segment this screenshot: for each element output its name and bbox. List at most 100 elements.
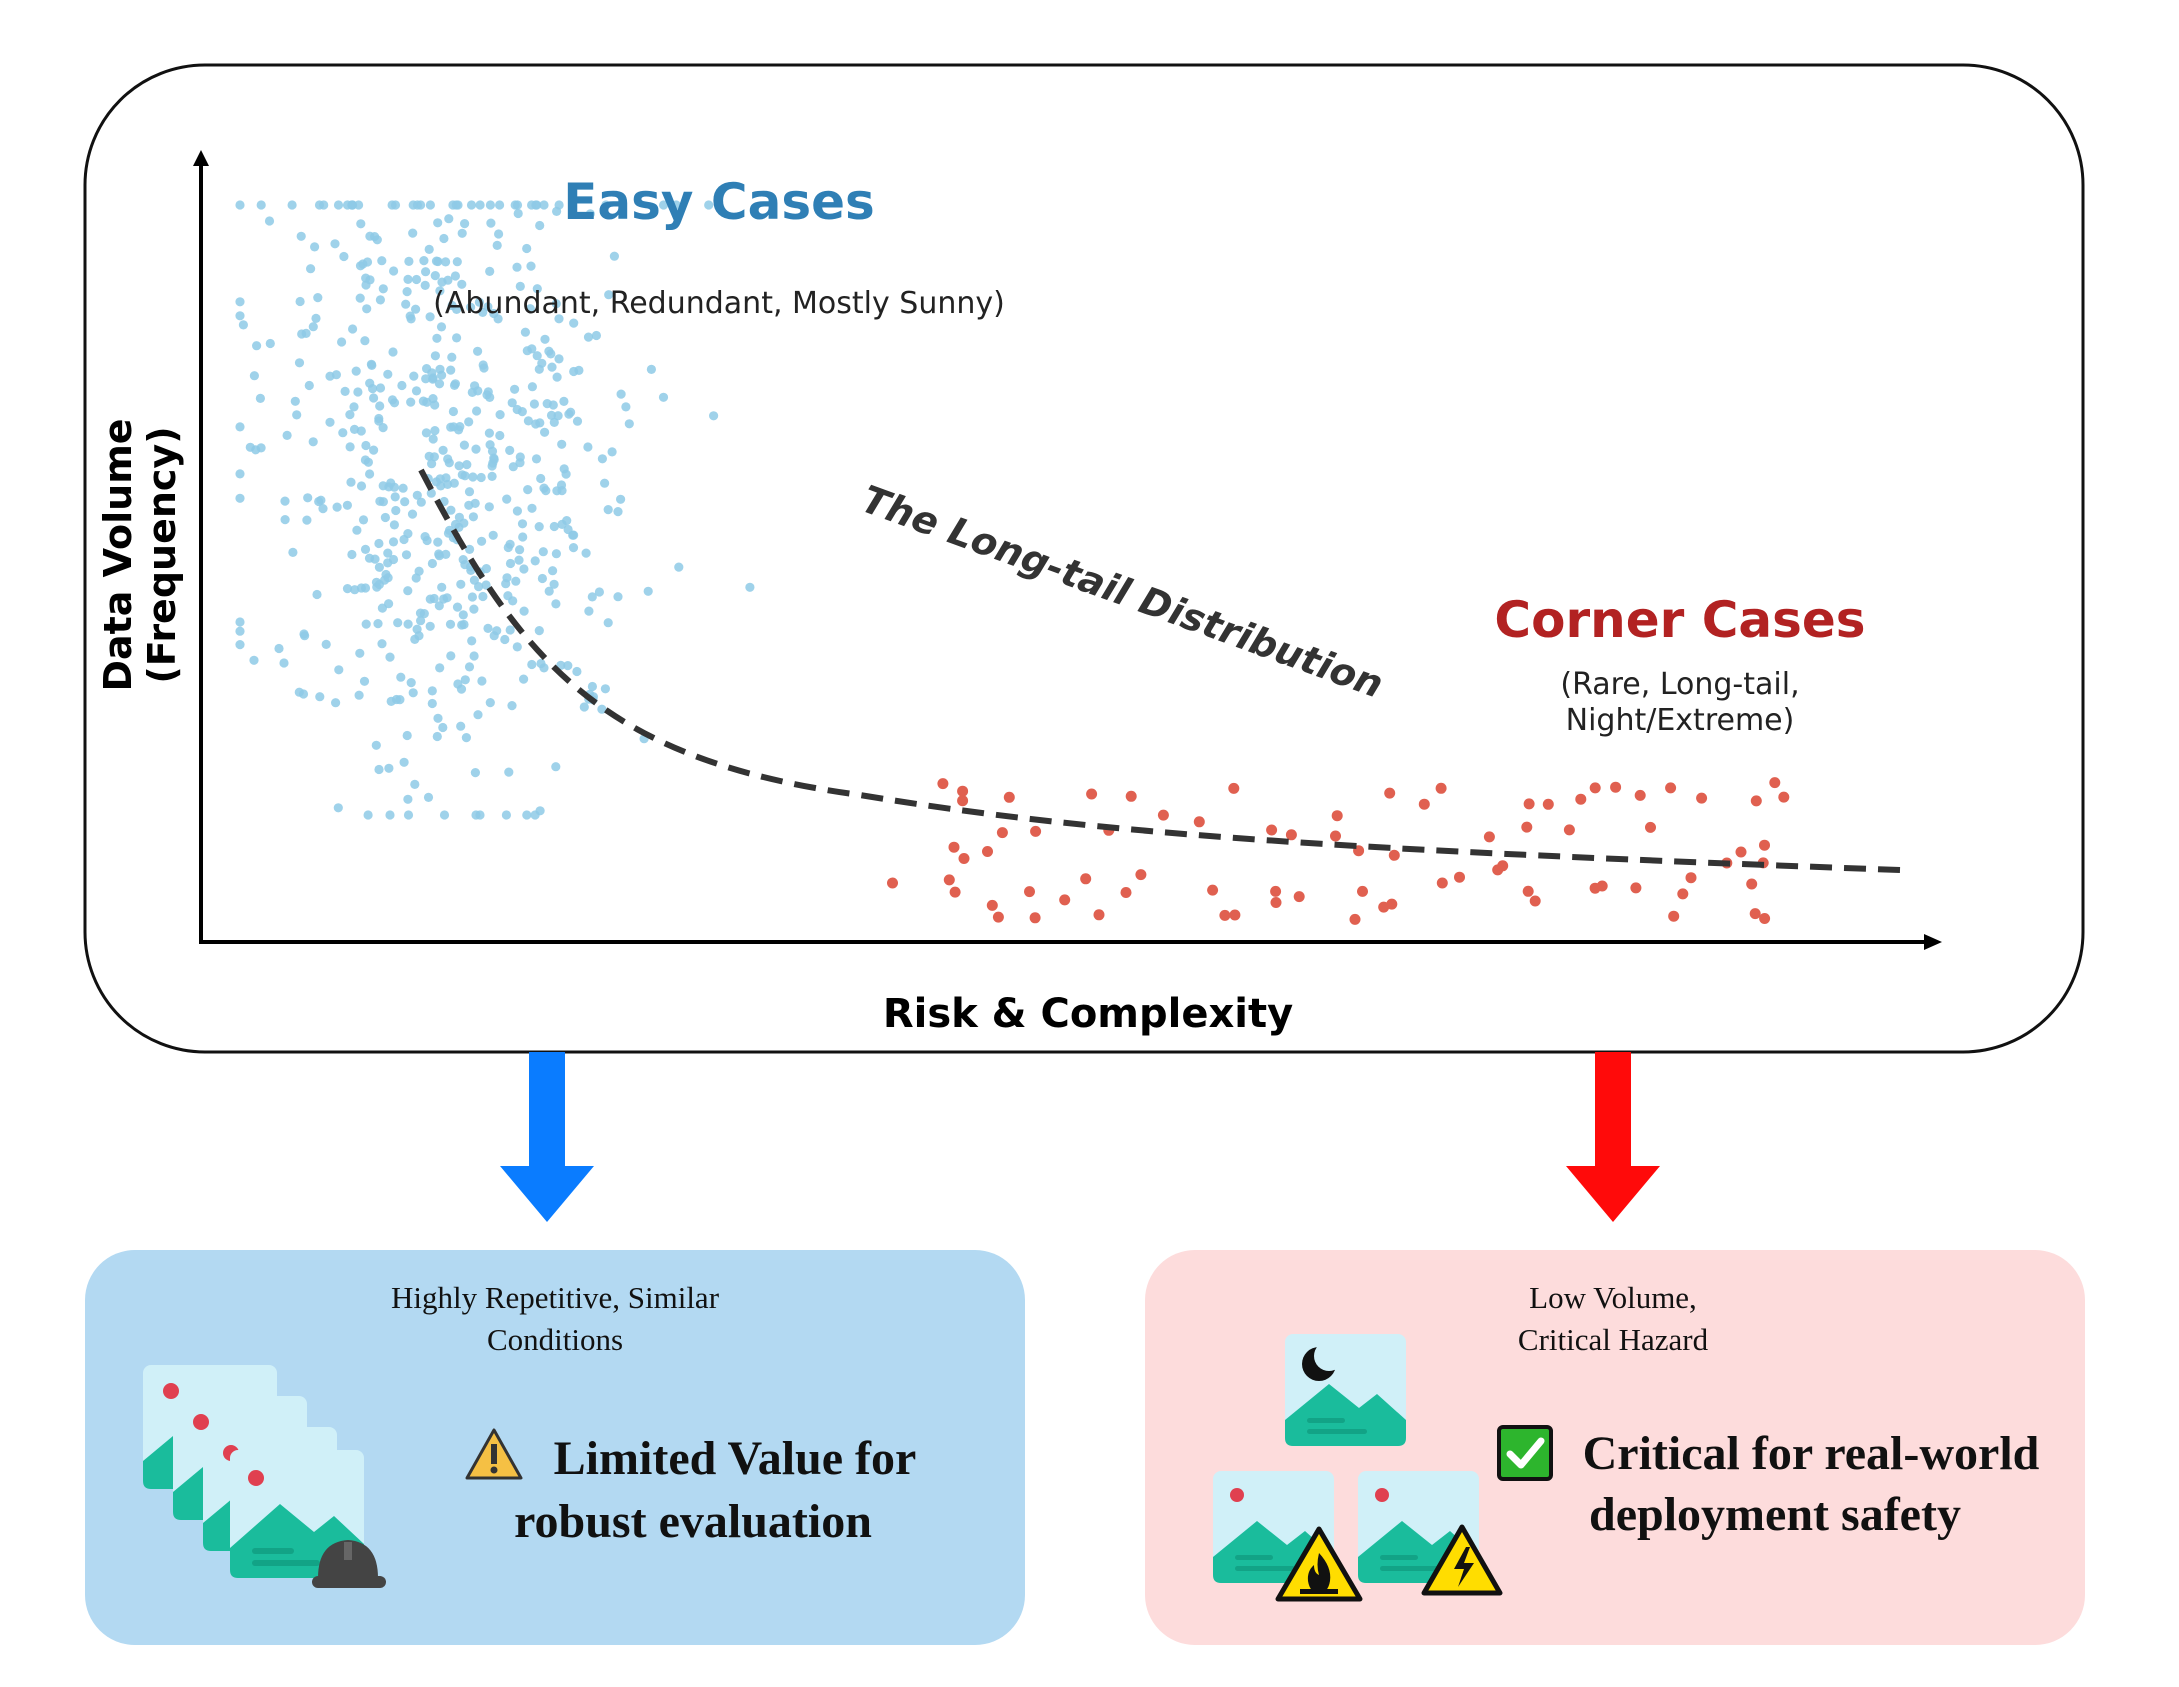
easy-case-point	[363, 810, 373, 820]
easy-case-point	[403, 274, 413, 284]
easy-case-point	[339, 251, 349, 262]
easy-case-point	[437, 370, 447, 380]
easy-case-point	[235, 493, 245, 503]
right-down-arrow	[1566, 1052, 1660, 1222]
corner-case-point	[1293, 891, 1305, 903]
easy-case-point	[403, 794, 413, 804]
y-axis-label-line2: (Frequency)	[140, 426, 184, 683]
easy-case-point	[536, 658, 546, 669]
easy-case-point	[478, 591, 488, 602]
easy-case-point	[421, 374, 431, 384]
easy-case-point	[522, 346, 532, 356]
easy-case-point	[523, 416, 534, 426]
corner-case-point	[958, 853, 970, 864]
easy-case-point	[423, 792, 434, 803]
easy-case-point	[540, 334, 550, 344]
easy-case-point	[515, 458, 525, 468]
easy-case-point	[411, 274, 422, 285]
easy-case-point	[389, 266, 399, 276]
easy-case-point	[597, 704, 607, 714]
easy-case-point	[353, 387, 363, 397]
hard-hat-icon	[312, 1540, 386, 1588]
x-axis-arrowhead	[1924, 934, 1942, 950]
easy-case-point	[349, 402, 359, 412]
easy-case-point	[356, 426, 366, 436]
easy-case-point	[311, 313, 321, 323]
electric-hazard-image-icon	[1358, 1471, 1503, 1596]
image-icon	[230, 1450, 364, 1578]
easy-case-point	[406, 314, 416, 324]
easy-case-point	[481, 580, 491, 590]
corner-case-point	[1193, 816, 1205, 828]
corner-case-point	[957, 785, 969, 797]
easy-case-point	[430, 400, 440, 410]
easy-case-point	[745, 582, 755, 592]
easy-cases-points	[235, 200, 755, 820]
easy-case-point	[409, 371, 419, 381]
easy-case-point	[441, 549, 451, 560]
easy-case-point	[486, 218, 496, 228]
easy-case-point	[505, 625, 515, 635]
easy-case-point	[464, 662, 475, 672]
easy-case-point	[475, 810, 485, 820]
easy-case-point	[549, 417, 559, 427]
easy-case-point	[380, 575, 390, 585]
easy-case-point	[572, 666, 582, 677]
corner-case-point	[948, 841, 960, 853]
easy-case-point	[501, 810, 511, 820]
easy-case-point	[461, 733, 471, 743]
easy-case-point	[419, 256, 429, 266]
corner-case-point	[1677, 888, 1689, 900]
easy-case-point	[601, 200, 611, 210]
easy-case-point	[369, 445, 379, 455]
corner-case-point	[1529, 895, 1541, 907]
easy-case-point	[557, 439, 567, 449]
easy-case-point	[235, 469, 245, 479]
easy-case-point	[502, 573, 512, 583]
easy-case-point	[563, 661, 573, 671]
corner-panel-verdict-line1: Critical for real-world	[1583, 1427, 2040, 1480]
corner-case-point	[1349, 913, 1361, 925]
easy-case-point	[403, 586, 413, 596]
easy-case-point	[507, 701, 517, 711]
image-stack	[143, 1365, 386, 1588]
easy-case-point	[624, 419, 634, 429]
axes	[193, 150, 1942, 950]
easy-case-point	[483, 387, 493, 397]
easy-case-point	[568, 543, 579, 553]
easy-case-point	[470, 768, 480, 778]
easy-case-point	[546, 349, 556, 359]
easy-case-point	[401, 550, 412, 560]
corner-case-point	[1086, 788, 1098, 800]
easy-case-point	[600, 684, 611, 694]
corner-case-point	[1759, 913, 1771, 924]
easy-case-point	[351, 366, 361, 376]
easy-case-point	[304, 380, 314, 391]
easy-case-point	[342, 200, 353, 210]
corner-case-point	[1388, 849, 1400, 861]
corner-case-point	[1696, 792, 1708, 804]
easy-case-point	[474, 297, 484, 307]
easy-case-point	[414, 631, 424, 641]
easy-case-point	[512, 262, 522, 272]
easy-case-point	[511, 576, 521, 586]
easy-case-point	[505, 445, 515, 455]
easy-case-point	[603, 618, 613, 628]
easy-case-point	[484, 428, 494, 438]
easy-case-point	[459, 440, 469, 450]
easy-case-point	[346, 477, 356, 487]
easy-case-point	[471, 444, 481, 454]
easy-case-point	[572, 416, 583, 426]
easy-case-point	[358, 515, 369, 525]
easy-case-point	[365, 469, 375, 479]
corner-case-point	[1665, 782, 1677, 794]
easy-case-point	[419, 609, 429, 619]
easy-case-point	[408, 228, 418, 238]
easy-case-point	[377, 639, 387, 649]
corner-case-point	[1735, 846, 1747, 858]
corner-case-point	[1270, 897, 1282, 908]
easy-case-point	[416, 497, 426, 507]
corner-case-point	[1521, 821, 1533, 833]
easy-case-point	[337, 337, 347, 347]
corner-case-point	[1596, 880, 1608, 892]
